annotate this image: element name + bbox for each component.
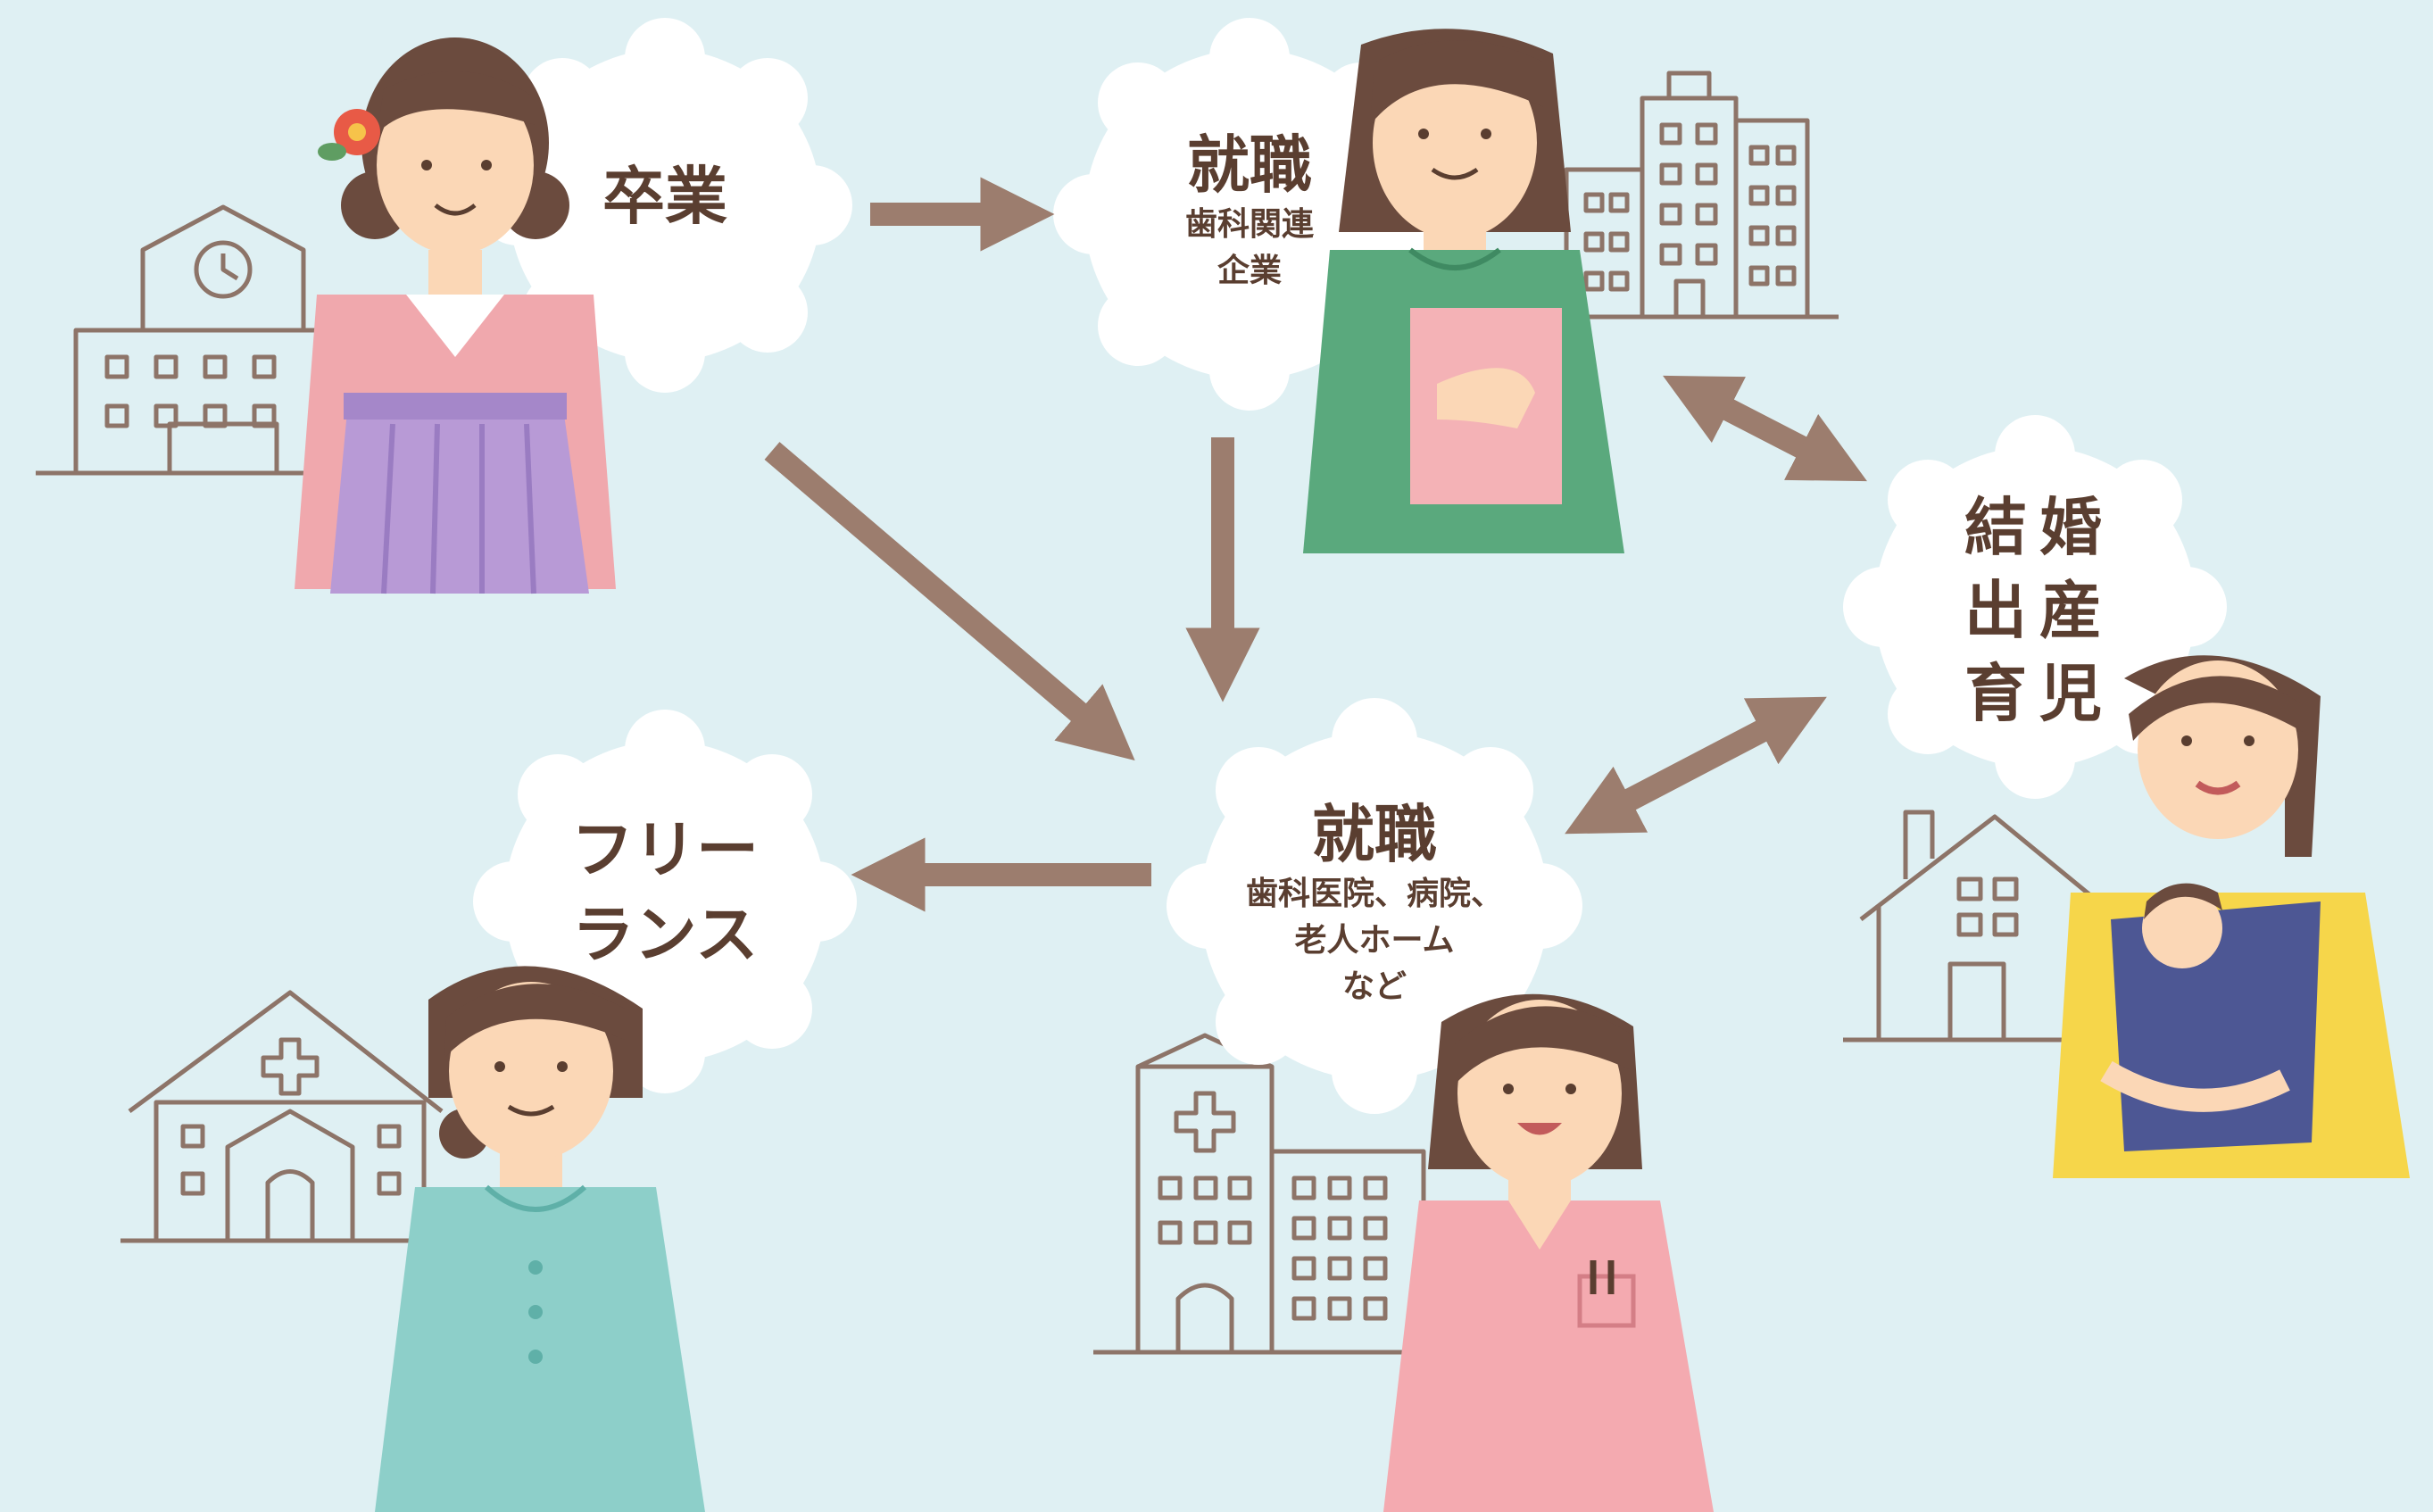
flow-arrows <box>764 177 1867 912</box>
job-clinic-detail-1: 歯科医院、病院、 <box>1245 875 1503 912</box>
label-graduation: 卒業 <box>558 161 772 233</box>
label-freelance: フリー ランス <box>531 808 799 976</box>
mother-with-baby-person <box>2053 655 2410 1178</box>
label-job-company: 就職 歯科関連 企業 <box>1125 129 1374 295</box>
office-worker-person <box>1303 29 1624 553</box>
job-company-title: 就職 <box>1187 129 1312 202</box>
life-events-line-2: 出産 <box>1964 574 2114 648</box>
label-life-events: 結婚 出産 育児 <box>1919 486 2160 735</box>
job-company-detail-2: 企業 <box>1216 252 1282 289</box>
graduation-title: 卒業 <box>602 160 727 233</box>
arrow-graduation-to-clinic <box>764 442 1135 761</box>
job-company-detail-1: 歯科関連 <box>1184 205 1314 243</box>
hospital-icon <box>120 990 446 1243</box>
life-events-line-1: 結婚 <box>1964 491 2114 564</box>
bubble-job-clinic <box>1167 698 1582 1114</box>
freelance-line-1: フリー <box>571 813 759 886</box>
life-events-line-3: 育児 <box>1964 657 2114 731</box>
school-building-icon <box>36 204 357 476</box>
label-job-clinic: 就職 歯科医院、病院、 老人ホーム など <box>1223 799 1526 1010</box>
job-clinic-detail-3: など <box>1341 968 1407 1005</box>
arrow-company-life-events <box>1663 375 1867 482</box>
freelance-person <box>375 966 705 1512</box>
job-clinic-detail-2: 老人ホーム <box>1294 921 1455 959</box>
hygienist-person <box>1383 993 1714 1512</box>
freelance-line-2: ランス <box>571 897 759 971</box>
clinic-icon <box>1093 1033 1428 1355</box>
office-building-icon <box>1557 71 1839 320</box>
job-clinic-title: 就職 <box>1312 798 1437 871</box>
bubble-life-events <box>1843 415 2227 799</box>
arrow-clinic-life-events <box>1565 696 1827 835</box>
graduate-person <box>295 37 616 594</box>
